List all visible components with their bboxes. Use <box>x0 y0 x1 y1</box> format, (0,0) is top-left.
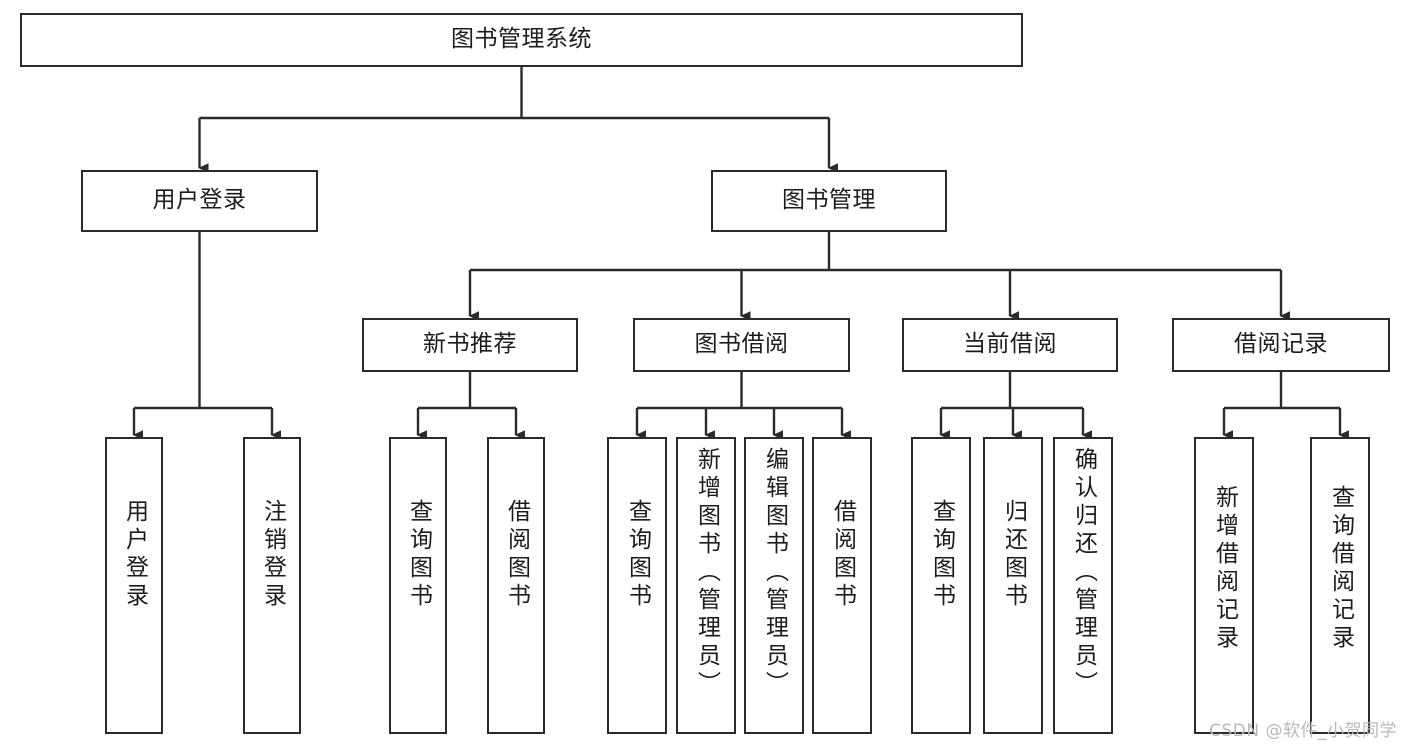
node-book-management[interactable]: 图书管理 <box>711 170 947 232</box>
node-label: 图书管理系统 <box>451 26 592 53</box>
node-label: 用户登录 <box>121 499 148 611</box>
node-label: 新书推荐 <box>423 331 517 358</box>
node-new-book-recommend[interactable]: 新书推荐 <box>362 318 578 372</box>
node-leaf-return-book[interactable]: 归还图书 <box>983 437 1043 734</box>
node-leaf-borrow-book[interactable]: 借阅图书 <box>812 437 872 734</box>
node-leaf-confirm-return-admin[interactable]: 确认归还（管理员） <box>1053 437 1113 734</box>
csdn-watermark: CSDN @软件_小贺同学 <box>1209 721 1397 741</box>
node-book-borrow[interactable]: 图书借阅 <box>633 318 850 372</box>
node-label: 图书管理 <box>782 187 876 214</box>
node-label: 查询图书 <box>405 499 432 611</box>
node-current-borrow[interactable]: 当前借阅 <box>902 318 1118 372</box>
node-leaf-edit-book-admin[interactable]: 编辑图书（管理员） <box>744 437 804 734</box>
node-label: 新增借阅记录 <box>1211 485 1238 653</box>
node-label: 图书借阅 <box>694 331 789 358</box>
node-label: 借阅图书 <box>503 499 530 611</box>
node-label: 借阅记录 <box>1234 331 1328 358</box>
node-leaf-logout-login[interactable]: 注销登录 <box>243 437 301 734</box>
node-label: 查询图书 <box>624 499 651 611</box>
edge-book-borrow-children <box>635 372 852 440</box>
node-leaf-add-book-admin[interactable]: 新增图书（管理员） <box>676 437 736 734</box>
node-leaf-user-login[interactable]: 用户登录 <box>105 437 163 734</box>
edge-book-manage-stem <box>468 232 1291 321</box>
node-leaf-add-borrow-record[interactable]: 新增借阅记录 <box>1194 437 1254 734</box>
node-label: 借阅图书 <box>829 499 856 611</box>
node-leaf-query-book-borrow[interactable]: 查询图书 <box>607 437 667 734</box>
node-root-book-management-system[interactable]: 图书管理系统 <box>20 13 1023 67</box>
node-label: 查询图书 <box>928 499 955 611</box>
node-leaf-query-book-recommend[interactable]: 查询图书 <box>389 437 447 734</box>
node-user-login[interactable]: 用户登录 <box>81 170 318 232</box>
node-label: 当前借阅 <box>963 331 1057 358</box>
edge-borrow-record-children <box>1222 372 1350 440</box>
node-label: 确认归还（管理员） <box>1070 447 1097 699</box>
node-label: 查询借阅记录 <box>1327 485 1354 653</box>
node-borrow-record[interactable]: 借阅记录 <box>1172 318 1390 372</box>
node-label: 归还图书 <box>1000 499 1027 611</box>
node-leaf-query-book-current[interactable]: 查询图书 <box>911 437 971 734</box>
edge-new-book-recommend-children <box>416 372 526 440</box>
node-label: 用户登录 <box>152 187 247 214</box>
node-label: 注销登录 <box>259 499 286 611</box>
node-leaf-query-borrow-record[interactable]: 查询借阅记录 <box>1310 437 1370 734</box>
node-label: 编辑图书（管理员） <box>761 447 788 699</box>
edge-current-borrow-children <box>939 372 1093 440</box>
node-leaf-borrow-book-recommend[interactable]: 借阅图书 <box>487 437 545 734</box>
node-label: 新增图书（管理员） <box>693 447 720 699</box>
edge-user-login-stem <box>132 232 282 440</box>
